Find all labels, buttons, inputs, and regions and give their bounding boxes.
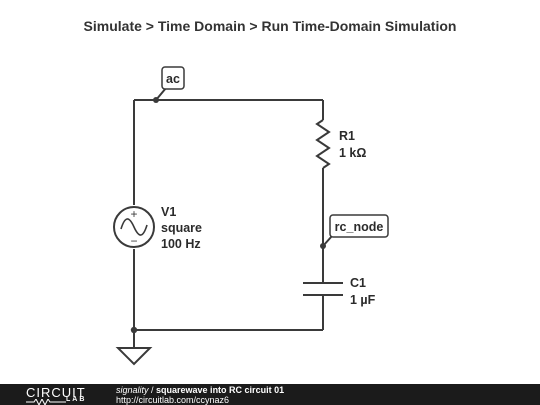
footer-separator: / bbox=[148, 385, 157, 395]
logo-resistor-icon bbox=[26, 399, 66, 405]
ground-icon[interactable] bbox=[115, 347, 153, 366]
r1-value: 1 kΩ bbox=[339, 146, 366, 160]
junction-dot-ground bbox=[130, 326, 138, 334]
v1-type: square bbox=[161, 221, 202, 235]
r1-name: R1 bbox=[339, 129, 355, 143]
logo-text-circuit: CIRCUIT bbox=[26, 385, 86, 400]
footer-bar: CIRCUIT LAB signality / squarewave into … bbox=[0, 384, 540, 405]
node-label-rc-node: rc_node bbox=[335, 220, 384, 234]
plus-icon: + bbox=[130, 207, 137, 221]
node-label-ac: ac bbox=[166, 72, 180, 86]
minus-icon: − bbox=[130, 234, 137, 248]
schematic-canvas[interactable]: + − ac rc_node R1 1 kΩ C1 1 µF V1 square… bbox=[0, 0, 540, 384]
voltage-source-v1[interactable]: + − bbox=[113, 206, 155, 248]
v1-name: V1 bbox=[161, 205, 176, 219]
v1-frequency: 100 Hz bbox=[161, 237, 201, 251]
menu-path-title: Simulate > Time Domain > Run Time-Domain… bbox=[83, 18, 457, 34]
resistor-r1-symbol[interactable] bbox=[315, 119, 331, 169]
node-tag-ac[interactable]: ac bbox=[155, 66, 185, 101]
footer-url[interactable]: http://circuitlab.com/ccynaz6 bbox=[116, 395, 230, 405]
circuitlab-logo[interactable]: CIRCUIT LAB bbox=[26, 385, 94, 405]
node-tag-rc-node[interactable]: rc_node bbox=[322, 214, 389, 247]
c1-value: 1 µF bbox=[350, 293, 376, 307]
sine-wave-icon bbox=[120, 218, 148, 236]
footer-user[interactable]: signality bbox=[116, 385, 149, 395]
footer-circuit-title[interactable]: squarewave into RC circuit 01 bbox=[156, 385, 285, 395]
logo-text-lab: LAB bbox=[66, 396, 87, 403]
c1-name: C1 bbox=[350, 276, 366, 290]
footer-circuit-info: signality / squarewave into RC circuit 0… bbox=[116, 385, 284, 395]
